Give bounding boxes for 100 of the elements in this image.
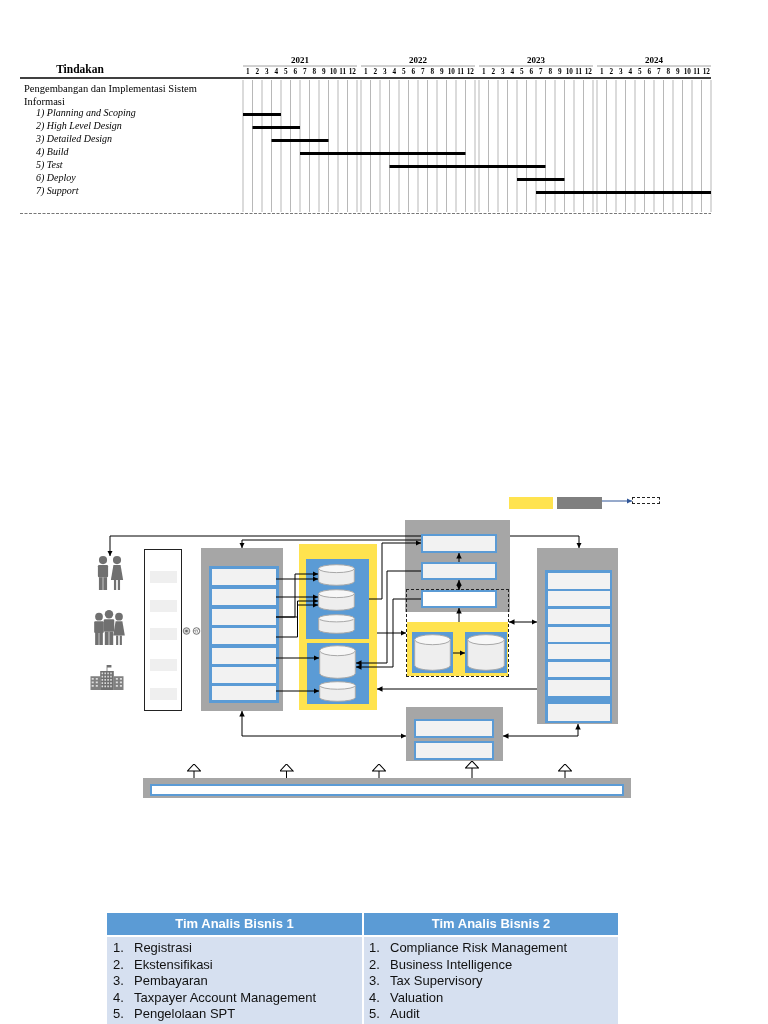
year-label: 2021 bbox=[291, 55, 309, 65]
task-label: 4) Build bbox=[36, 146, 69, 158]
list-number: 4. bbox=[369, 989, 380, 1006]
base-bar bbox=[143, 778, 631, 798]
arrow bbox=[275, 688, 320, 694]
module-slot bbox=[212, 667, 276, 683]
database-cylinder bbox=[319, 645, 356, 679]
legend-swatch bbox=[557, 497, 602, 509]
hollow-arrow bbox=[186, 763, 202, 779]
arrow bbox=[601, 498, 633, 504]
module-slot bbox=[212, 648, 276, 664]
double-arrow bbox=[502, 723, 581, 739]
people-icon bbox=[95, 556, 125, 590]
database-cylinder bbox=[319, 681, 356, 702]
arrow bbox=[376, 686, 538, 692]
arrow bbox=[275, 598, 319, 618]
module-slot bbox=[212, 569, 276, 585]
list-number: 5. bbox=[113, 1006, 124, 1023]
year-label: 2024 bbox=[645, 55, 663, 65]
building-icon bbox=[90, 665, 124, 690]
module-slot bbox=[548, 680, 610, 696]
list-item: Ekstensifikasi bbox=[134, 956, 213, 973]
list-item: Compliance Risk Management bbox=[390, 940, 568, 956]
arrow bbox=[509, 535, 582, 549]
arrow bbox=[456, 552, 462, 563]
year-label: 2022 bbox=[409, 55, 427, 65]
module-slot bbox=[421, 562, 497, 580]
module-panel bbox=[201, 548, 283, 711]
module-slot bbox=[548, 704, 610, 721]
module-slot bbox=[421, 534, 497, 553]
arrow bbox=[452, 650, 466, 656]
list-number: 3. bbox=[369, 973, 380, 990]
storage-frame bbox=[307, 643, 369, 704]
double-arrow bbox=[508, 619, 538, 625]
module-slot bbox=[548, 591, 610, 606]
arrow bbox=[355, 598, 422, 670]
task-label: 6) Deploy bbox=[36, 172, 76, 184]
task-label: 7) Support bbox=[36, 185, 79, 197]
outlined-panel bbox=[144, 549, 182, 711]
column-header: Tim Analis Bisnis 2 bbox=[364, 913, 618, 935]
task-label: 5) Test bbox=[36, 159, 63, 171]
module-panel bbox=[406, 707, 503, 761]
list-number: 3. bbox=[113, 973, 124, 990]
arrow bbox=[368, 540, 422, 600]
list-number: 2. bbox=[113, 956, 124, 973]
list-number: 5. bbox=[369, 1006, 380, 1023]
module-slot bbox=[414, 719, 494, 738]
module-slot bbox=[548, 644, 610, 659]
people-icon bbox=[93, 610, 125, 645]
hollow-arrow bbox=[279, 763, 294, 779]
column-header: Tindakan bbox=[56, 64, 104, 76]
double-arrow bbox=[239, 710, 407, 739]
legend-swatch bbox=[509, 497, 553, 509]
double-arrow bbox=[456, 579, 462, 591]
module-slot bbox=[421, 590, 497, 608]
arrow bbox=[275, 594, 319, 600]
arrow bbox=[239, 539, 422, 549]
arrow bbox=[275, 576, 319, 582]
module-slot bbox=[548, 627, 610, 642]
list-number: 4. bbox=[113, 989, 124, 1006]
list-item: Pengelolaan SPT bbox=[134, 1006, 236, 1023]
arrow bbox=[275, 602, 319, 638]
task-label: 2) High Level Design bbox=[36, 120, 122, 132]
list-number: 2. bbox=[369, 956, 380, 973]
database-cylinder bbox=[318, 589, 355, 611]
column-header: Tim Analis Bisnis 1 bbox=[107, 913, 362, 935]
list-number: 1. bbox=[113, 940, 124, 956]
hollow-arrow bbox=[371, 763, 387, 779]
hollow-arrow bbox=[557, 763, 573, 779]
task-label: 3) Detailed Design bbox=[36, 133, 113, 145]
task-group-label: Pengembangan dan Implementasi Sistem Informasi bbox=[24, 82, 198, 108]
module-slot bbox=[150, 784, 624, 796]
storage-panel bbox=[299, 544, 377, 710]
dashed-frame bbox=[632, 497, 660, 504]
module-slot bbox=[414, 741, 494, 760]
arrow bbox=[275, 655, 320, 661]
arrow bbox=[107, 535, 422, 557]
arrow bbox=[355, 570, 422, 666]
task-label: 1) Planning and Scoping bbox=[36, 107, 136, 119]
module-slot bbox=[212, 628, 276, 644]
database-cylinder bbox=[318, 614, 355, 634]
database-cylinder bbox=[318, 564, 355, 586]
list-item: Valuation bbox=[390, 989, 444, 1006]
list-item: Registrasi bbox=[134, 940, 192, 956]
module-frame bbox=[545, 570, 612, 723]
storage-panel bbox=[407, 622, 508, 676]
list-item: Audit bbox=[390, 1006, 420, 1023]
arrow bbox=[376, 630, 407, 636]
module-slot bbox=[548, 573, 610, 589]
list-item: Business Intelligence bbox=[390, 956, 513, 973]
module-slot bbox=[548, 662, 610, 677]
module-slot bbox=[212, 589, 276, 605]
list-item: Taxpayer Account Management bbox=[134, 989, 317, 1006]
module-panel bbox=[537, 548, 618, 724]
year-label: 2023 bbox=[527, 55, 545, 65]
list-item: Pembayaran bbox=[134, 973, 208, 990]
list-number: 1. bbox=[369, 940, 380, 956]
hollow-arrow bbox=[464, 760, 480, 779]
module-slot bbox=[212, 686, 276, 700]
list-item: Tax Supervisory bbox=[390, 973, 483, 990]
